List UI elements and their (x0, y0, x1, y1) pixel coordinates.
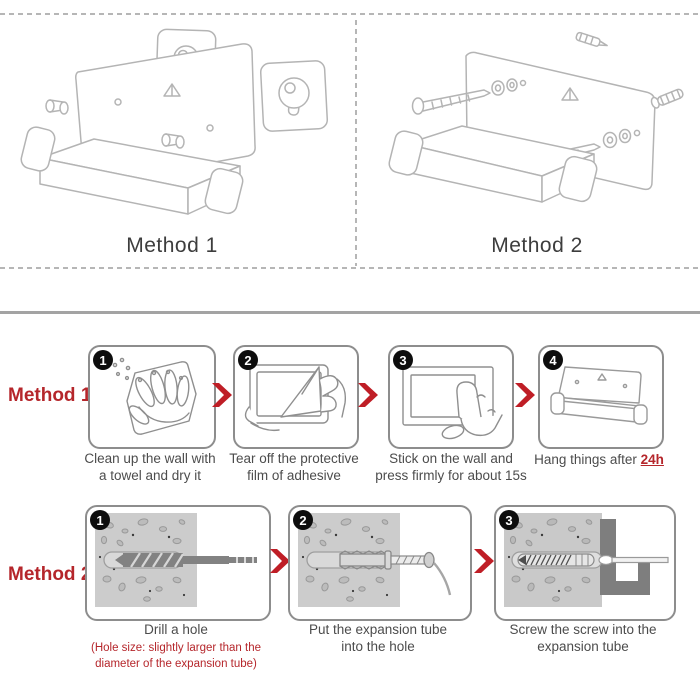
method1-step2-caption: Tear off the protective film of adhesive (229, 451, 359, 483)
clean-wall-illustration (112, 357, 197, 435)
step-number-badge: 1 (93, 350, 113, 370)
method2-step3-caption: Screw the screw into the expansion tube (509, 622, 657, 654)
arrow-right-icon (270, 549, 290, 573)
method2-row-label: Method 2 (8, 564, 92, 585)
method2-step2-caption: Put the expansion tube into the hole (308, 622, 448, 654)
step-number-badge: 3 (393, 350, 413, 370)
arrow-right-icon (515, 383, 535, 407)
method1-step4-card: 4 (538, 345, 664, 449)
dashed-divider-vertical (355, 20, 357, 266)
method1-step1-card: 1 (88, 345, 216, 449)
adhesive-mount-illustration (20, 28, 329, 215)
method1-row-label: Method 1 (8, 385, 92, 406)
method2-step1-caption: Drill a hole (144, 622, 208, 637)
mounted-shelf-illustration (550, 366, 648, 425)
step-number-badge: 1 (90, 510, 110, 530)
24h-highlight: 24h (640, 452, 664, 467)
method1-step4-caption: Hang things after 24h (534, 452, 664, 467)
insert-tube-illustration (298, 513, 452, 607)
hole-size-note: (Hole size: slightly larger than the dia… (90, 642, 262, 671)
method1-step1-caption: Clean up the wall with a towel and dry i… (84, 451, 216, 483)
method2-panel-label: Method 2 (491, 234, 583, 257)
arrow-right-icon (212, 383, 232, 407)
press-wall-illustration (402, 366, 503, 440)
screw-mount-illustration (388, 31, 684, 203)
arrow-right-icon (358, 383, 378, 407)
wall-hook-shape (600, 519, 650, 595)
peel-film-illustration (244, 364, 347, 432)
method1-step3-caption: Stick on the wall and press firmly for a… (375, 451, 527, 483)
step-number-badge: 3 (499, 510, 519, 530)
drill-hole-illustration (95, 513, 257, 607)
section-divider-line (0, 311, 700, 314)
step-number-badge: 2 (293, 510, 313, 530)
dashed-border-bottom (0, 267, 700, 269)
step-number-badge: 4 (543, 350, 563, 370)
method1-step3-card: 3 (388, 345, 514, 449)
method1-step2-card: 2 (233, 345, 359, 449)
method2-step3-card: 3 (494, 505, 676, 621)
method2-step1-card: 1 (85, 505, 271, 621)
screw-in-illustration (504, 513, 669, 607)
step-number-badge: 2 (238, 350, 258, 370)
method2-step2-card: 2 (288, 505, 472, 621)
dashed-border-top (0, 13, 700, 15)
method1-panel-label: Method 1 (126, 234, 218, 257)
arrow-right-icon (474, 549, 494, 573)
